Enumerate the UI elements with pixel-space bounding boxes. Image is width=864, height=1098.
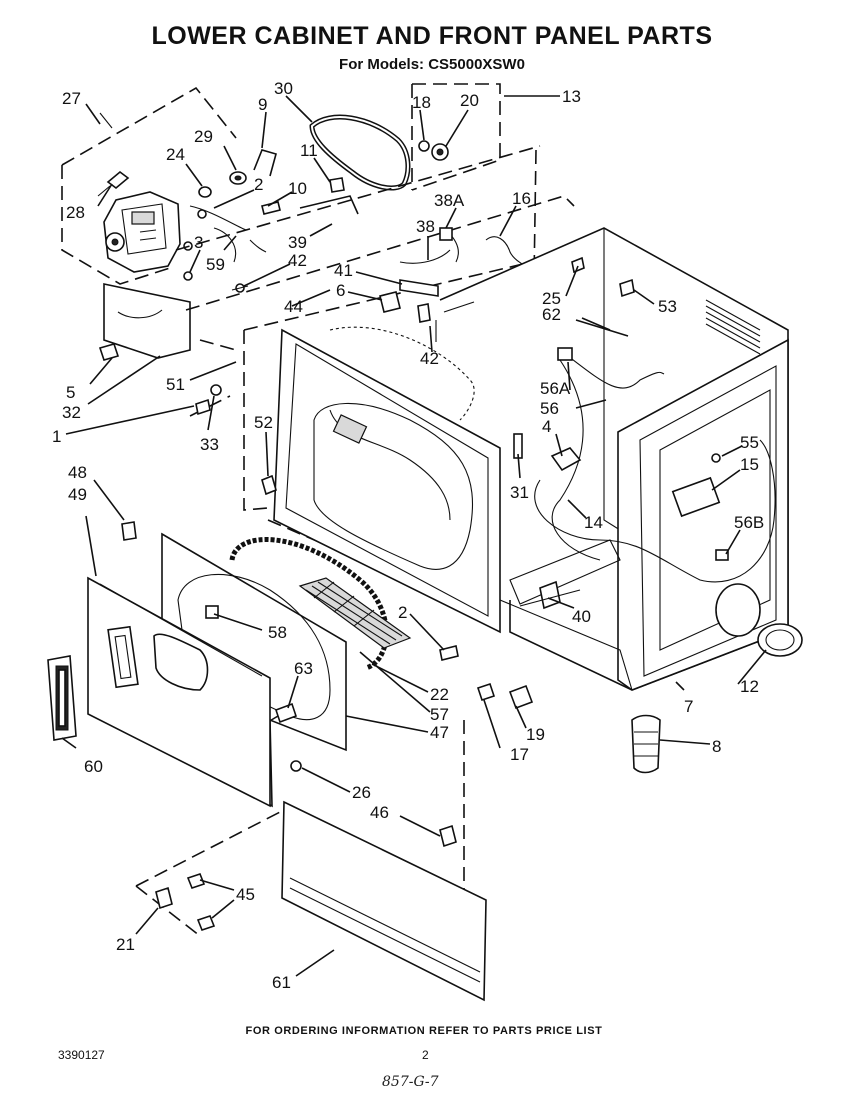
cabinet [439, 227, 789, 691]
callout-56: 56 [540, 399, 559, 418]
callout-52: 52 [254, 413, 273, 432]
callout-24: 24 [166, 145, 185, 164]
callout-8: 8 [712, 737, 721, 756]
callout-53: 53 [658, 297, 677, 316]
callout-38a: 38A [434, 191, 465, 210]
leader-lines [61, 95, 767, 977]
drive-belt [309, 114, 411, 191]
wiring-parts [379, 227, 523, 342]
callout-4: 4 [542, 417, 551, 436]
callout-55: 55 [740, 433, 759, 452]
callout-13: 13 [562, 87, 581, 106]
ordering-note: FOR ORDERING INFORMATION REFER TO PARTS … [245, 1025, 603, 1037]
callout-labels: 27 30 9 18 20 13 29 24 11 2 10 28 38A 16… [52, 79, 764, 992]
callout-32: 32 [62, 403, 81, 422]
callout-56a: 56A [540, 379, 571, 398]
clips [135, 809, 285, 937]
callout-60: 60 [84, 757, 103, 776]
callout-1: 1 [52, 427, 61, 446]
handwritten-note: 857-G-7 [382, 1074, 439, 1090]
callout-17: 17 [510, 745, 529, 764]
small-parts [195, 384, 803, 774]
door-assembly [261, 326, 523, 634]
callout-58: 58 [268, 623, 287, 642]
callout-45: 45 [236, 885, 255, 904]
callout-2-top: 2 [254, 175, 263, 194]
callout-57: 57 [430, 705, 449, 724]
callout-51: 51 [166, 375, 185, 394]
callout-28: 28 [66, 203, 85, 222]
model-subtitle: For Models: CS5000XSW0 [339, 56, 525, 73]
callout-56b: 56B [734, 513, 764, 532]
callout-14: 14 [584, 513, 603, 532]
callout-27: 27 [62, 89, 81, 108]
callout-26: 26 [352, 783, 371, 802]
document-number: 3390127 [58, 1048, 105, 1062]
callout-40: 40 [572, 607, 591, 626]
callout-25: 25 [542, 289, 561, 308]
callout-29: 29 [194, 127, 213, 146]
callout-39: 39 [288, 233, 307, 252]
callout-15: 15 [740, 455, 759, 474]
callout-63: 63 [294, 659, 313, 678]
callout-20: 20 [460, 91, 479, 110]
page-number: 2 [422, 1048, 429, 1062]
outer-door [47, 521, 271, 808]
callout-33: 33 [200, 435, 219, 454]
drum-seal [229, 537, 412, 671]
callout-62: 62 [542, 305, 561, 324]
page-title: LOWER CABINET AND FRONT PANEL PARTS [151, 22, 713, 50]
callout-21: 21 [116, 935, 135, 954]
callout-31: 31 [510, 483, 529, 502]
callout-30: 30 [274, 79, 293, 98]
callout-44: 44 [284, 297, 303, 316]
callout-47: 47 [430, 723, 449, 742]
callout-7: 7 [684, 697, 693, 716]
callout-16: 16 [512, 189, 531, 208]
callout-59: 59 [206, 255, 225, 274]
callout-12: 12 [740, 677, 759, 696]
callout-11: 11 [300, 141, 318, 160]
callout-19: 19 [526, 725, 545, 744]
callout-48: 48 [68, 463, 87, 482]
cabinet-vents [705, 299, 761, 355]
callout-46: 46 [370, 803, 389, 822]
callout-9: 9 [258, 95, 267, 114]
motor-assembly-group [61, 86, 359, 361]
callout-18: 18 [412, 93, 431, 112]
callout-22: 22 [430, 685, 449, 704]
callout-10: 10 [288, 179, 307, 198]
callout-2-mid: 2 [398, 603, 407, 622]
callout-61: 61 [272, 973, 291, 992]
callout-38: 38 [416, 217, 435, 236]
lint-screen-grid [305, 581, 403, 645]
callout-3: 3 [194, 233, 203, 252]
callout-41: 41 [334, 261, 353, 280]
callout-49: 49 [68, 485, 87, 504]
toe-panel [281, 800, 487, 1002]
callout-42-top: 42 [288, 251, 307, 270]
callout-5: 5 [66, 383, 75, 402]
idler-group [411, 83, 501, 191]
callout-6: 6 [336, 281, 345, 300]
callout-42-mid: 42 [420, 349, 439, 368]
